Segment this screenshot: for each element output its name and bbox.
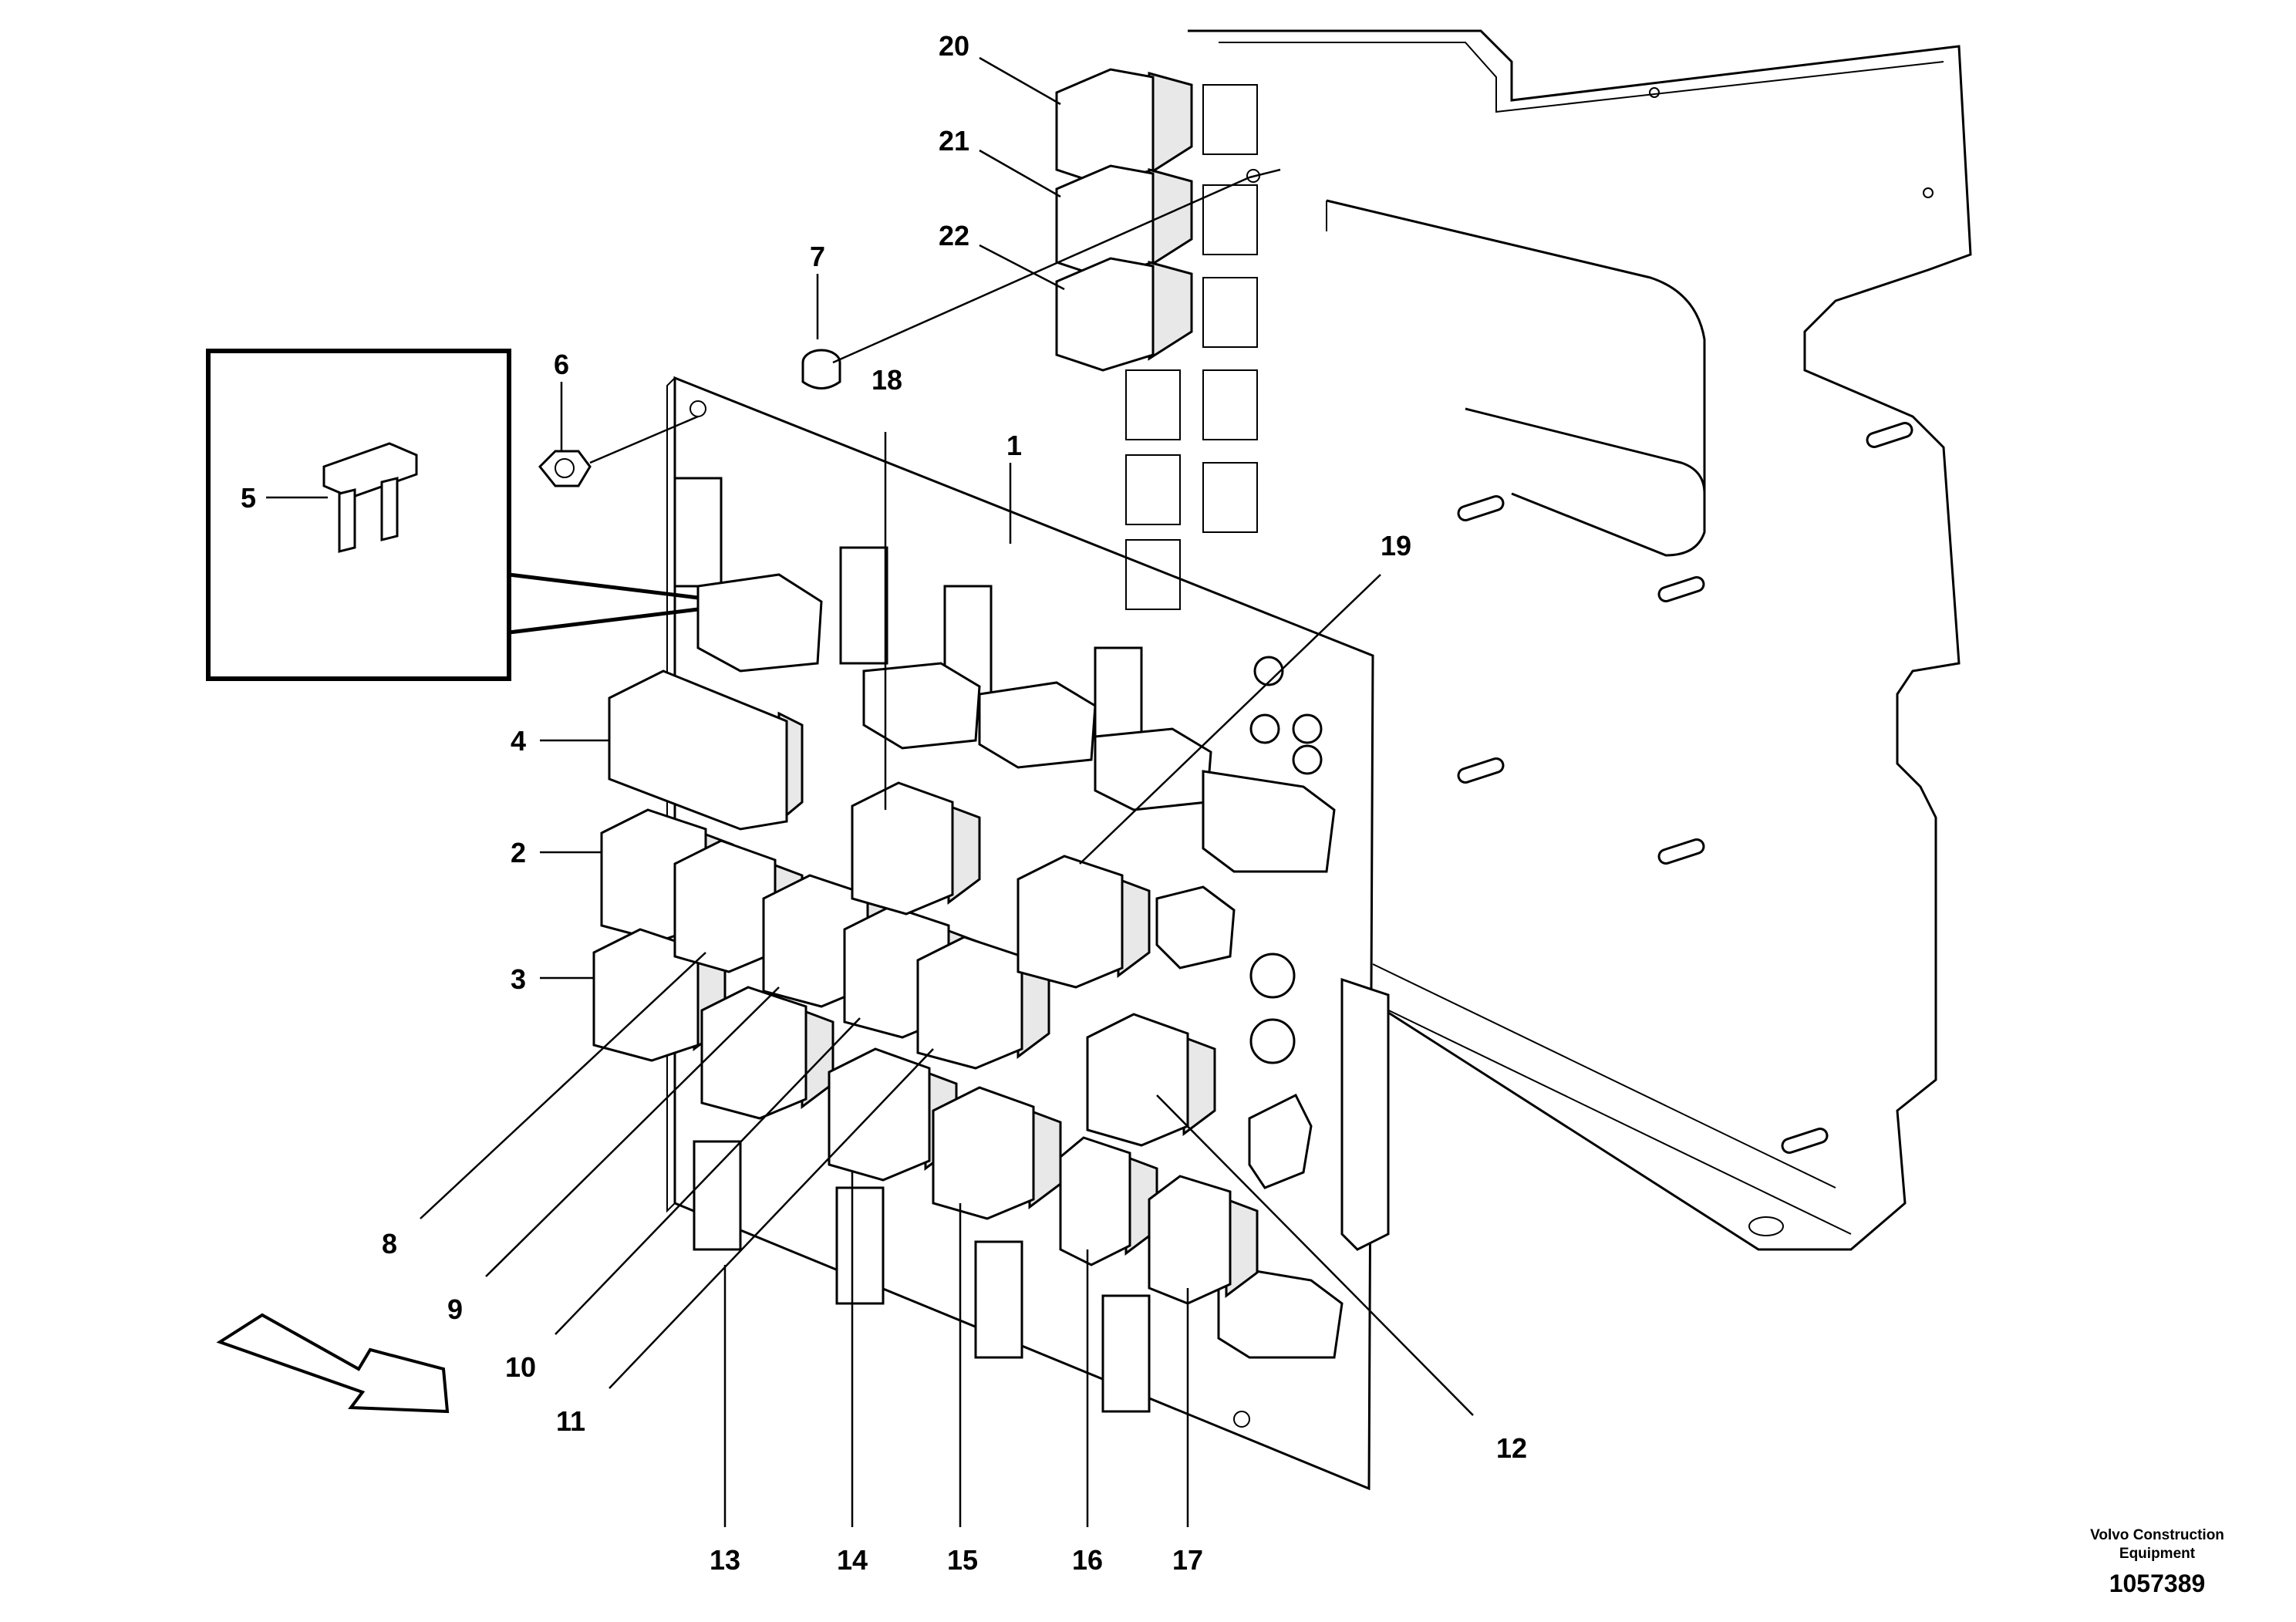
callout-15: 15 [947,1544,978,1576]
board-connector-group [673,477,1390,1413]
callout-11: 11 [556,1405,585,1437]
callout-1: 1 [1006,430,1022,461]
callout-19: 19 [1381,530,1411,561]
relay-15 [932,1086,1062,1220]
callout-6: 6 [554,349,569,380]
callout-20: 20 [939,30,969,62]
relay-16 [1059,1136,1158,1266]
mounting-screw-hole [1246,169,1260,183]
callout-9: 9 [447,1293,463,1325]
nut-6 [538,415,699,487]
leader-lines [266,56,1474,1527]
direction-arrow [216,1313,450,1414]
callout-4: 4 [511,725,526,757]
relay-21 [1055,164,1193,279]
callout-14: 14 [837,1544,868,1576]
relay-22 [1055,257,1193,372]
mounting-screw-line [1249,168,1281,179]
callout-13: 13 [710,1544,740,1576]
drawing-number: 1057389 [2109,1570,2206,1597]
relay-12 [1086,1013,1216,1147]
brand-name-line2: Equipment [2119,1546,2196,1562]
relay-18 [851,781,981,916]
callout-10: 10 [505,1351,536,1383]
callout-labels: 1 2 3 4 5 6 7 8 9 10 11 12 13 14 15 16 1… [241,30,1527,1576]
bracket-pin-group [1457,87,1934,1236]
callout-17: 17 [1172,1544,1203,1576]
mounting-bracket [1188,29,1972,1251]
callout-8: 8 [382,1228,397,1259]
callout-7: 7 [810,241,825,272]
callout-21: 21 [939,125,969,157]
circuit-board-1 [666,376,1390,1491]
relay-17 [1148,1175,1259,1305]
relay-20 [1055,68,1193,187]
callout-2: 2 [511,837,526,868]
callout-5: 5 [241,482,256,514]
brand-name-line1: Volvo Construction [2090,1527,2224,1543]
callout-16: 16 [1072,1544,1103,1576]
callout-3: 3 [511,963,526,995]
spacer-7 [801,176,1250,389]
relay-19 [1017,855,1151,989]
relay-11 [916,936,1050,1070]
callout-22: 22 [939,220,969,251]
fuse-detail-inset [206,349,699,681]
brand-block: Volvo Construction Equipment 1057389 [2065,1526,2250,1599]
callout-12: 12 [1496,1432,1527,1464]
relay-4 [608,669,804,831]
callout-18: 18 [872,364,902,396]
